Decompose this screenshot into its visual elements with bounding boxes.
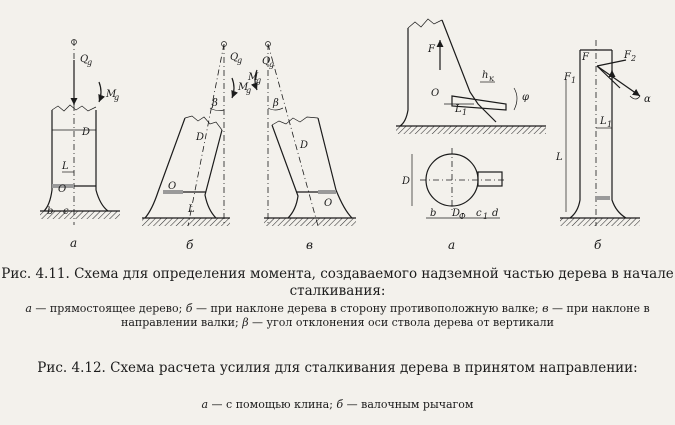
panel-letter-a: а [70,236,77,250]
ground-hatch [40,211,120,219]
label-O: O [324,198,332,209]
trunk-right [317,117,353,219]
figure-4-12-caption-title: Рис. 4.12. Схема расчета усилия для стал… [37,360,638,376]
label-Q: Q [80,54,88,65]
label-Q: Q [262,56,270,67]
label-L: L [555,152,563,163]
legend-text: — при наклоне дерева в сторону противопо… [192,302,543,315]
label-M-sub: g [246,86,251,95]
label-c: c [63,206,69,217]
figure-4-11-caption-title: Рис. 4.11. Схема для определения момента… [1,266,674,299]
label-D: D [195,132,204,143]
label-Q-sub: g [87,58,92,67]
legend-text: — угол отклонения оси ствола дерева от в… [248,316,554,329]
figure-4-12-legend: а — с помощью клина; б — валочным рычаго… [0,398,675,412]
label-c-sub: 1 [483,212,488,221]
label-Q: Q [230,52,238,63]
trunk-left [43,110,53,212]
legend-text: — валочным рычагом [343,398,474,411]
legend-key: б [185,302,193,315]
panel-letter-b: б [186,238,194,252]
panel-letter-v: в [306,238,313,252]
label-Q-sub: g [237,56,242,65]
label-Dd-sub: Ф [459,212,466,221]
panel-letter-b: б [594,238,602,252]
diagram-4-12-a: F h к O L 1 φ D b D Ф c 1 d а [396,18,546,252]
diagram-4-11-a: Q g M g D L O b c а [40,39,120,250]
trunk-left [271,124,299,219]
legend-text: — при наклоне в направлении валки; [121,302,650,329]
legend-text: — с помощью клина; [208,398,337,411]
legend-key: а [25,302,32,315]
label-M: M [105,89,117,100]
label-L1-sub: 1 [607,120,612,129]
label-F1: F [563,72,572,83]
label-alpha: α [644,94,651,105]
label-b: b [47,206,53,217]
label-M: M [247,72,259,83]
label-d: d [492,208,498,219]
trunk-left [569,50,581,219]
label-L: L [454,104,462,115]
label-D: D [81,127,90,138]
label-O: O [58,184,66,195]
trunk-right [441,19,497,123]
label-F2-sub: 2 [630,54,636,63]
label-L1: L [599,116,607,127]
label-beta: β [211,98,218,109]
label-Dd: D [451,208,460,219]
label-O: O [168,181,176,192]
label-F: F [581,52,590,63]
label-M-sub: g [114,93,119,102]
legend-key: а [201,398,209,411]
label-M-sub: g [256,76,261,85]
label-L: L [187,204,195,215]
label-F1-sub: 1 [571,76,576,85]
trunk-right [95,110,109,212]
trunk-right [611,50,627,219]
label-beta: β [272,98,279,109]
label-F2: F [623,50,632,61]
label-L: L [61,161,69,172]
label-c: c [476,208,482,219]
label-Q-sub: g [269,60,274,69]
label-D: D [401,176,410,187]
diagram-4-12-b: F F 1 F 2 α L L 1 б [555,40,651,252]
panel-letter-a: а [448,238,455,252]
trunk-left [144,117,186,219]
legend-key: β [242,316,249,329]
diagram-4-11-v: β M g Q g D O в [247,41,356,252]
legend-key: в [542,302,549,315]
label-phi: φ [522,92,529,103]
label-b: b [430,208,436,219]
figure-4-11-legend: а — прямостоящее дерево; б — при наклоне… [0,302,675,330]
trunk-left [399,28,409,127]
legend-text: — прямостоящее дерево; [31,302,186,315]
diagram-4-11-b: β Q g M g D O L б [142,41,251,252]
label-h-sub: к [489,74,494,83]
label-F: F [427,44,436,55]
label-M: M [237,82,249,93]
trunk-right [204,129,223,219]
label-h: h [482,70,488,81]
label-D: D [299,140,308,151]
legend-key: б [336,398,344,411]
label-O: O [431,88,439,99]
label-L-sub: 1 [462,108,467,117]
technical-figure: Q g M g D L O b c а β Q g M g D O L [40,18,651,252]
